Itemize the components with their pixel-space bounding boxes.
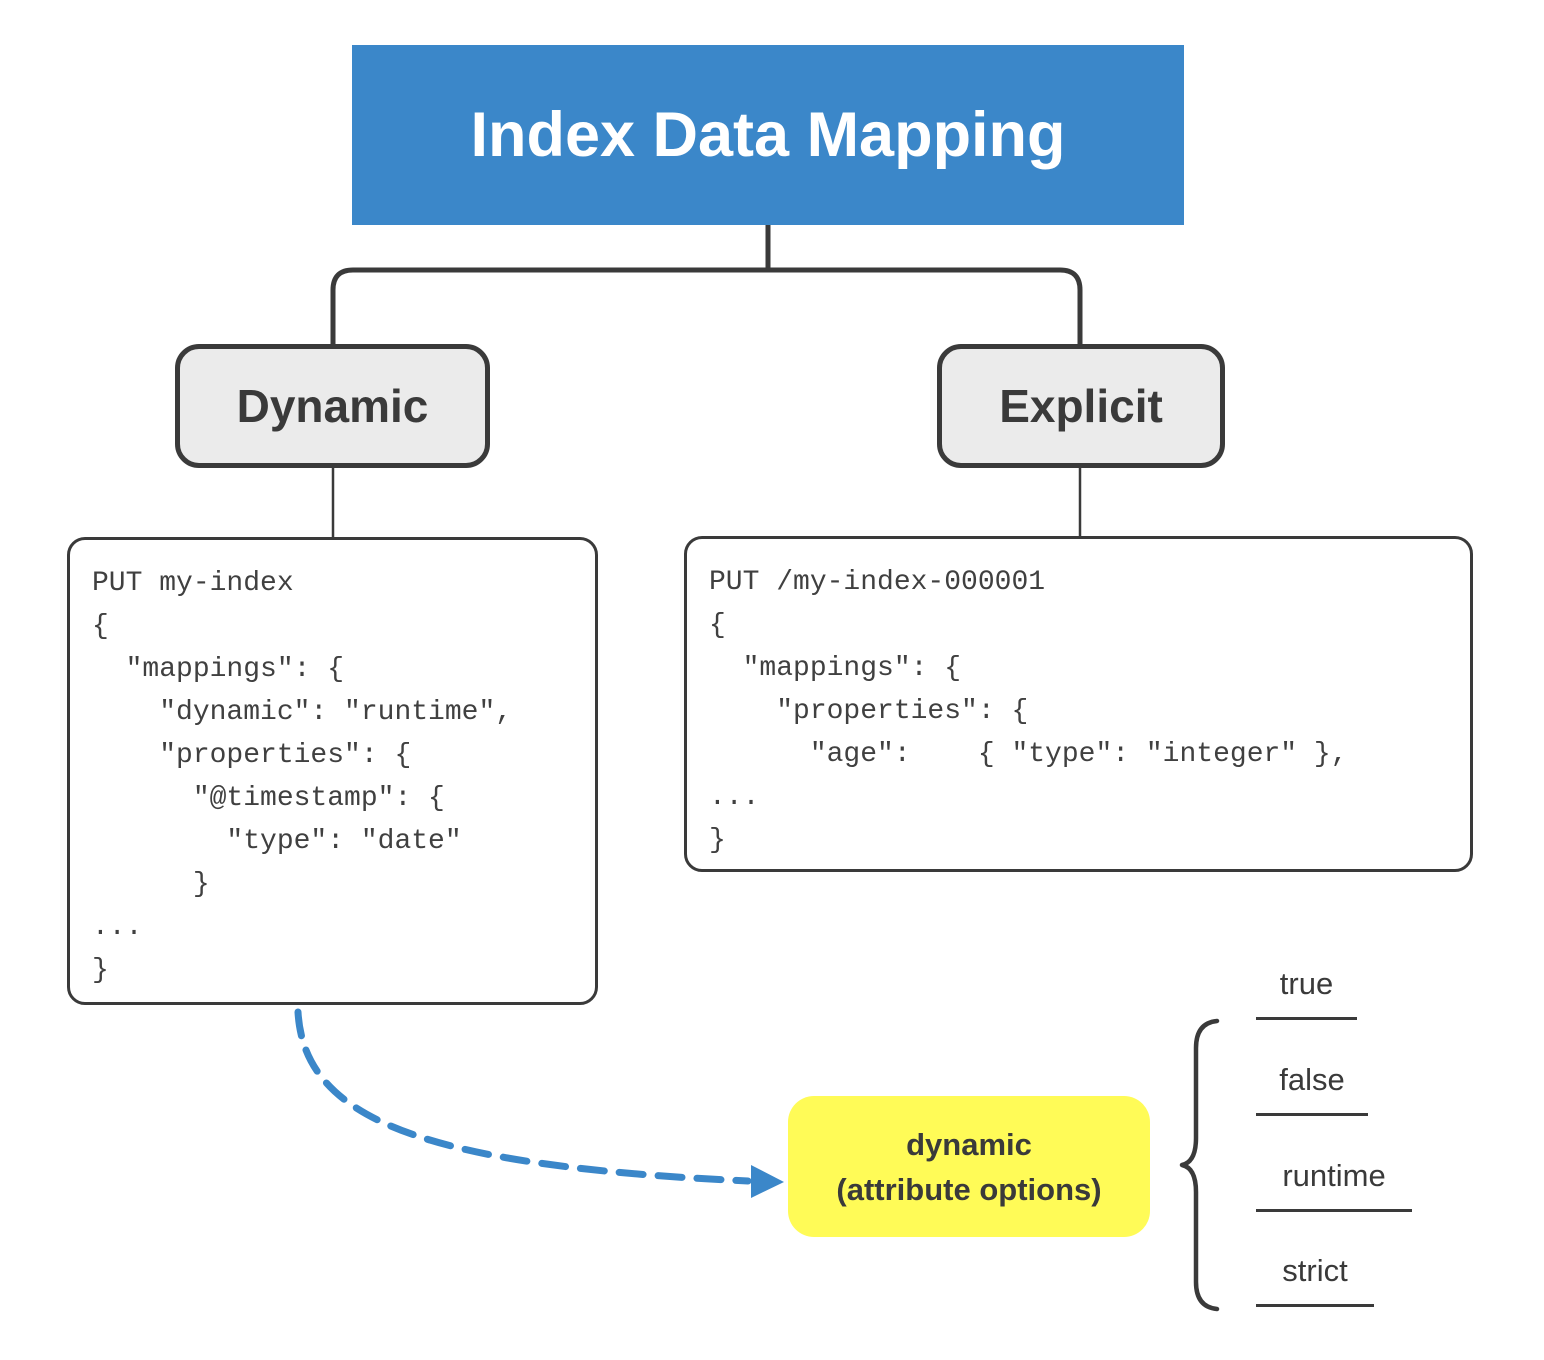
title-box: Index Data Mapping [352,45,1184,225]
dashed-arrow [294,1008,752,1185]
callout-subtitle: (attribute options) [836,1171,1102,1207]
option-false: false [1256,1062,1368,1116]
explicit-code-block: PUT /my-index-000001 { "mappings": { "pr… [684,536,1473,872]
node-explicit-label: Explicit [999,380,1163,432]
callout-title: dynamic [906,1126,1032,1162]
dynamic-attribute-callout: dynamic (attribute options) [788,1096,1150,1237]
dynamic-code-block: PUT my-index { "mappings": { "dynamic": … [67,537,598,1005]
option-runtime: runtime [1256,1158,1412,1212]
page-title: Index Data Mapping [470,100,1066,170]
option-strict: strict [1256,1253,1374,1307]
node-explicit: Explicit [937,344,1225,468]
node-dynamic: Dynamic [175,344,490,468]
option-true: true [1256,966,1357,1020]
node-dynamic-label: Dynamic [236,380,429,432]
tree-branch-line [330,267,1083,349]
curly-brace-icon [1179,1018,1220,1312]
arrowhead-icon [751,1165,784,1198]
